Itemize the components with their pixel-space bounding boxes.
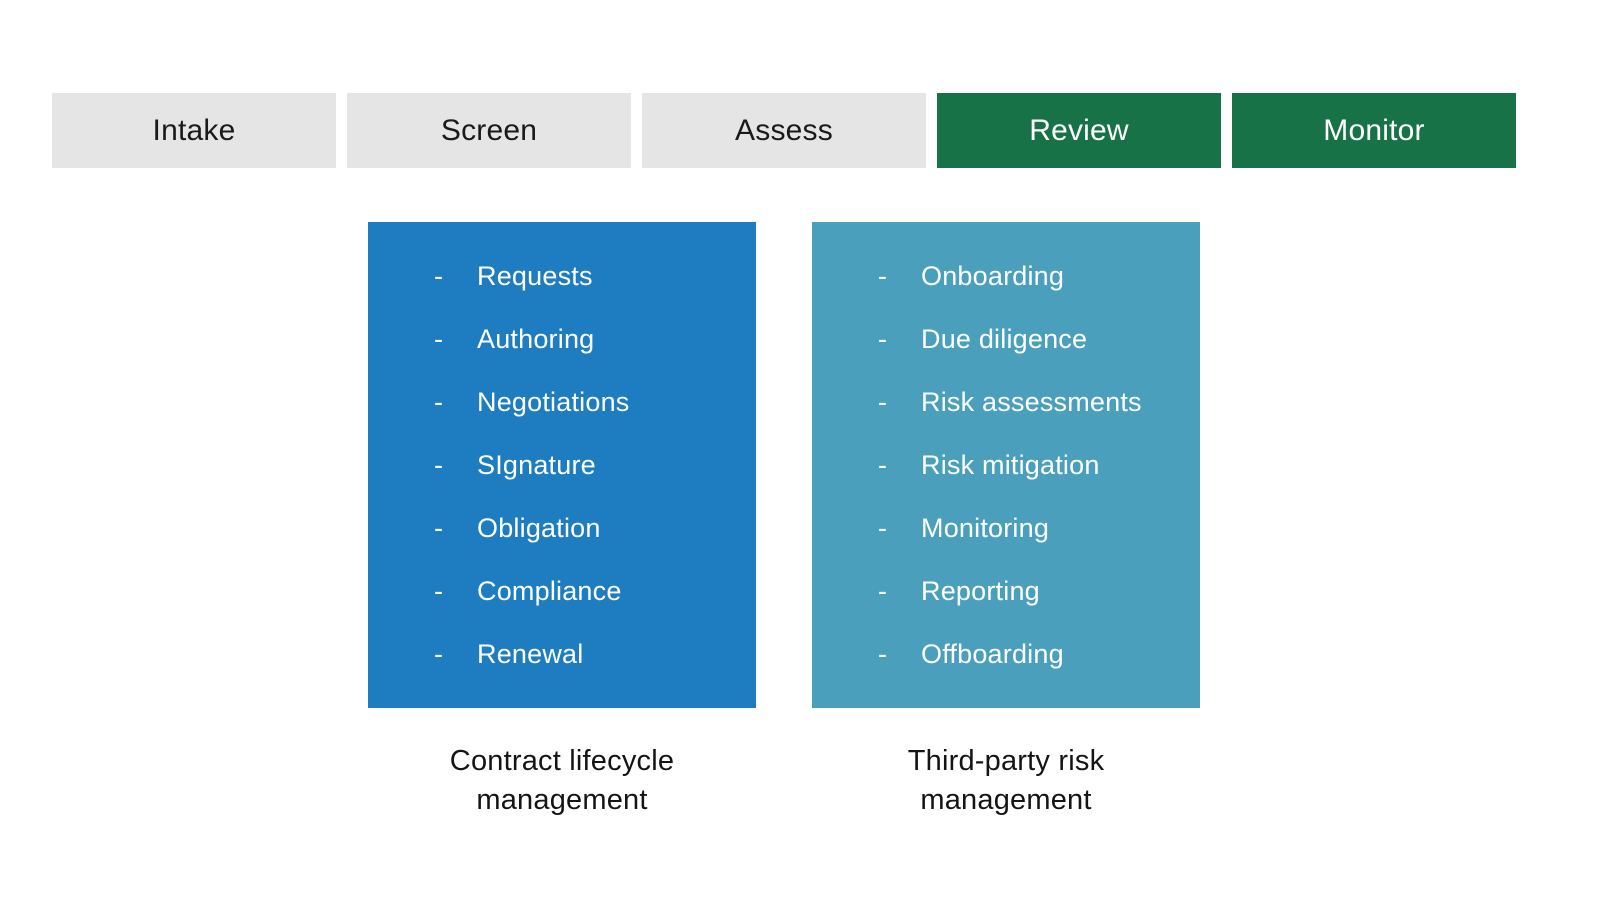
bullet-dash: - xyxy=(878,450,888,480)
stage-intake: Intake xyxy=(52,93,336,168)
list-item: - Reporting xyxy=(812,560,1200,623)
stage-label: Assess xyxy=(735,113,833,147)
list-item: - Negotiations xyxy=(368,371,756,434)
list-item: - SIgnature xyxy=(368,434,756,497)
list-item: - Monitoring xyxy=(812,497,1200,560)
list-item: - Risk mitigation xyxy=(812,434,1200,497)
bullet-dash: - xyxy=(434,513,444,543)
list-item-label: Authoring xyxy=(477,324,595,354)
list-item: - Due diligence xyxy=(812,308,1200,371)
bullet-dash: - xyxy=(434,261,444,291)
stage-label: Monitor xyxy=(1323,113,1425,147)
bullet-dash: - xyxy=(878,387,888,417)
bullet-dash: - xyxy=(878,261,888,291)
bullet-dash: - xyxy=(434,639,444,669)
stage-review: Review xyxy=(937,93,1221,168)
list-item-label: Compliance xyxy=(477,576,622,606)
contract-lifecycle-caption: Contract lifecycle management xyxy=(368,742,756,820)
third-party-risk-box: - Onboarding - Due diligence - Risk assessmen… xyxy=(812,222,1200,708)
bullet-dash: - xyxy=(878,639,888,669)
list-item-label: Negotiations xyxy=(477,387,630,417)
list-item-label: Renewal xyxy=(477,639,584,669)
stage-label: Screen xyxy=(440,113,538,147)
bullet-dash: - xyxy=(878,576,888,606)
caption-line: Contract lifecycle xyxy=(449,745,675,777)
list-item: - Compliance xyxy=(368,560,756,623)
list-item-label: Reporting xyxy=(921,576,1040,606)
list-item: - Requests xyxy=(368,245,756,308)
list-item-label: Monitoring xyxy=(921,513,1050,543)
list-item-label: Offboarding xyxy=(921,639,1064,669)
list-item-label: SIgnature xyxy=(477,450,596,480)
list-item-label: Risk assessments xyxy=(921,387,1142,417)
third-party-risk-caption: Third-party risk management xyxy=(812,742,1200,820)
stage-label: Intake xyxy=(152,113,236,147)
third-party-risk-list: - Onboarding - Due diligence - Risk assessmen… xyxy=(812,245,1200,686)
list-item: - Offboarding xyxy=(812,623,1200,686)
bullet-dash: - xyxy=(434,450,444,480)
list-item-label: Obligation xyxy=(477,513,601,543)
list-item: - Renewal xyxy=(368,623,756,686)
caption-line: management xyxy=(476,784,648,816)
bullet-dash: - xyxy=(434,324,444,354)
caption-line: management xyxy=(920,784,1092,816)
contract-lifecycle-box: - Requests - Authoring - Negotiations - SIgnatu… xyxy=(368,222,756,708)
bullet-dash: - xyxy=(878,324,888,354)
list-item-label: Due diligence xyxy=(921,324,1088,354)
list-item-label: Risk mitigation xyxy=(921,450,1100,480)
list-item: - Onboarding xyxy=(812,245,1200,308)
list-item: - Authoring xyxy=(368,308,756,371)
stage-label: Review xyxy=(1029,113,1129,147)
bullet-dash: - xyxy=(434,387,444,417)
list-item-label: Requests xyxy=(477,261,593,291)
stage-monitor: Monitor xyxy=(1232,93,1516,168)
stage-assess: Assess xyxy=(642,93,926,168)
caption-line: Third-party risk xyxy=(907,745,1105,777)
contract-lifecycle-list: - Requests - Authoring - Negotiations - SIgnatu… xyxy=(368,245,756,686)
stage-screen: Screen xyxy=(347,93,631,168)
stage-row: Intake Screen Assess Review Monitor xyxy=(52,93,1516,168)
list-item-label: Onboarding xyxy=(921,261,1065,291)
bullet-dash: - xyxy=(434,576,444,606)
list-item: - Risk assessments xyxy=(812,371,1200,434)
bullet-dash: - xyxy=(878,513,888,543)
list-item: - Obligation xyxy=(368,497,756,560)
